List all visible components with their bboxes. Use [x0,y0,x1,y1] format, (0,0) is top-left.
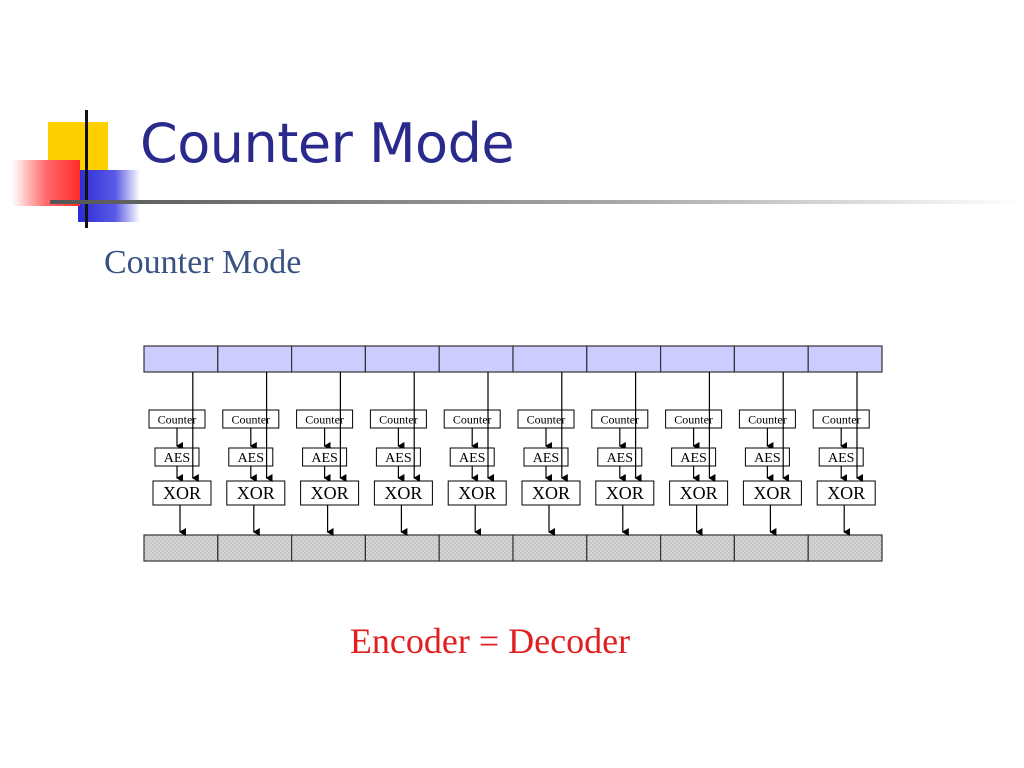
slide-title: Counter Mode [140,112,515,175]
aes-label: AES [533,451,559,466]
xor-box [595,480,655,506]
xor-box [521,480,581,506]
xor-label: XOR [606,483,644,503]
input-block [586,345,662,373]
xor-box [300,480,360,506]
counter-label: Counter [600,413,639,427]
counter-label: Counter [305,413,344,427]
input-block [438,345,514,373]
xor-label: XOR [532,483,570,503]
output-block [438,534,514,562]
output-block [364,534,440,562]
accent-red-square [12,160,80,206]
accent-vertical-line [85,110,88,228]
aes-label: AES [311,451,337,466]
output-block [512,534,588,562]
output-block [807,534,883,562]
xor-label: XOR [384,483,422,503]
xor-label: XOR [311,483,349,503]
aes-label: AES [459,451,485,466]
xor-label: XOR [163,483,201,503]
output-block [217,534,293,562]
aes-label: AES [680,451,706,466]
xor-box [152,480,212,506]
input-block [291,345,367,373]
xor-box [816,480,876,506]
input-block [512,345,588,373]
xor-box [226,480,286,506]
xor-label: XOR [237,483,275,503]
counter-label: Counter [822,413,861,427]
aes-label: AES [238,451,264,466]
output-block [143,534,219,562]
xor-box [373,480,433,506]
xor-label: XOR [827,483,865,503]
aes-label: AES [164,451,190,466]
xor-box [742,480,802,506]
xor-box [669,480,729,506]
counter-label: Counter [158,413,197,427]
counter-label: Counter [674,413,713,427]
input-block [733,345,809,373]
input-block [659,345,735,373]
counter-label: Counter [748,413,787,427]
aes-label: AES [385,451,411,466]
counter-label: Counter [231,413,270,427]
xor-label: XOR [680,483,718,503]
diagram-heading: Counter Mode [104,244,302,281]
input-block [143,345,219,373]
title-rule [50,200,1020,204]
input-block [217,345,293,373]
counter-label: Counter [453,413,492,427]
xor-label: XOR [753,483,791,503]
aes-label: AES [607,451,633,466]
input-block [807,345,883,373]
output-block [733,534,809,562]
aes-label: AES [828,451,854,466]
aes-label: AES [754,451,780,466]
counter-label: Counter [527,413,566,427]
accent-blue-square [78,170,140,222]
slide-corner-decoration [12,110,1020,228]
counter-label: Counter [379,413,418,427]
xor-label: XOR [458,483,496,503]
output-block [291,534,367,562]
encoder-decoder-equation: Encoder = Decoder [349,621,631,661]
input-block [364,345,440,373]
output-block [586,534,662,562]
output-block [659,534,735,562]
xor-box [447,480,507,506]
